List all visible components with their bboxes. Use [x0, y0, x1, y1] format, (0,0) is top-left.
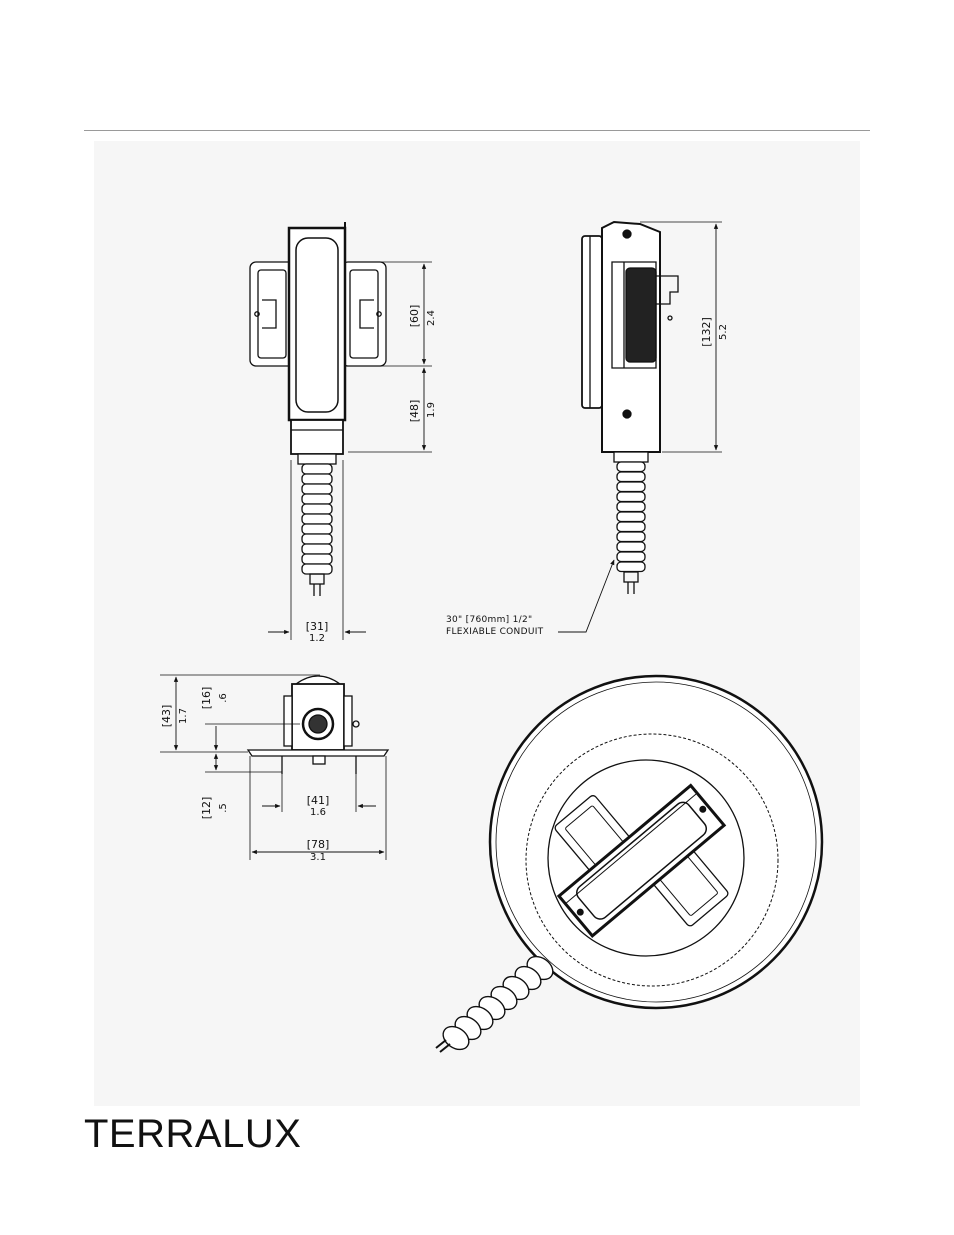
dim-front-upper-in: 2.4 [426, 310, 437, 326]
dim-bottom-offset-in: .6 [218, 693, 229, 703]
header-rule [84, 130, 870, 131]
dim-front-width-in: 1.2 [309, 633, 325, 644]
dim-front-upper-mm: [60] [408, 305, 421, 328]
dim-bottom-offset-mm: [16] [200, 687, 213, 710]
dim-bottom-inner-mm: [41] [307, 794, 330, 807]
dim-front-width-mm: [31] [306, 620, 329, 633]
bottom-view [160, 675, 388, 860]
dim-bottom-bracket-mm: [12] [200, 797, 213, 820]
isometric-view [436, 676, 822, 1054]
terralux-logo: TERRALUX [84, 1112, 301, 1157]
dim-bottom-height-in: 1.7 [178, 708, 189, 724]
dim-bottom-overall-in: 3.1 [310, 852, 326, 863]
dim-front-lower-in: 1.9 [426, 402, 437, 418]
dim-bottom-bracket-in: .5 [218, 803, 229, 813]
drawing-svg: [60] 2.4 [48] 1.9 [31] 1.2 [94, 141, 860, 1106]
dim-bottom-inner-in: 1.6 [310, 807, 326, 818]
front-view [250, 222, 432, 640]
dim-side-height-in: 5.2 [718, 324, 729, 340]
dim-side-height-mm: [132] [700, 317, 713, 347]
dim-bottom-height-mm: [43] [160, 705, 173, 728]
conduit-note-line2: FLEXIABLE CONDUIT [446, 627, 544, 637]
side-view [558, 222, 722, 632]
conduit-note-line1: 30" [760mm] 1/2" [446, 615, 532, 625]
technical-drawing: [60] 2.4 [48] 1.9 [31] 1.2 [94, 141, 860, 1106]
dim-front-lower-mm: [48] [408, 400, 421, 423]
dim-bottom-overall-mm: [78] [307, 838, 330, 851]
